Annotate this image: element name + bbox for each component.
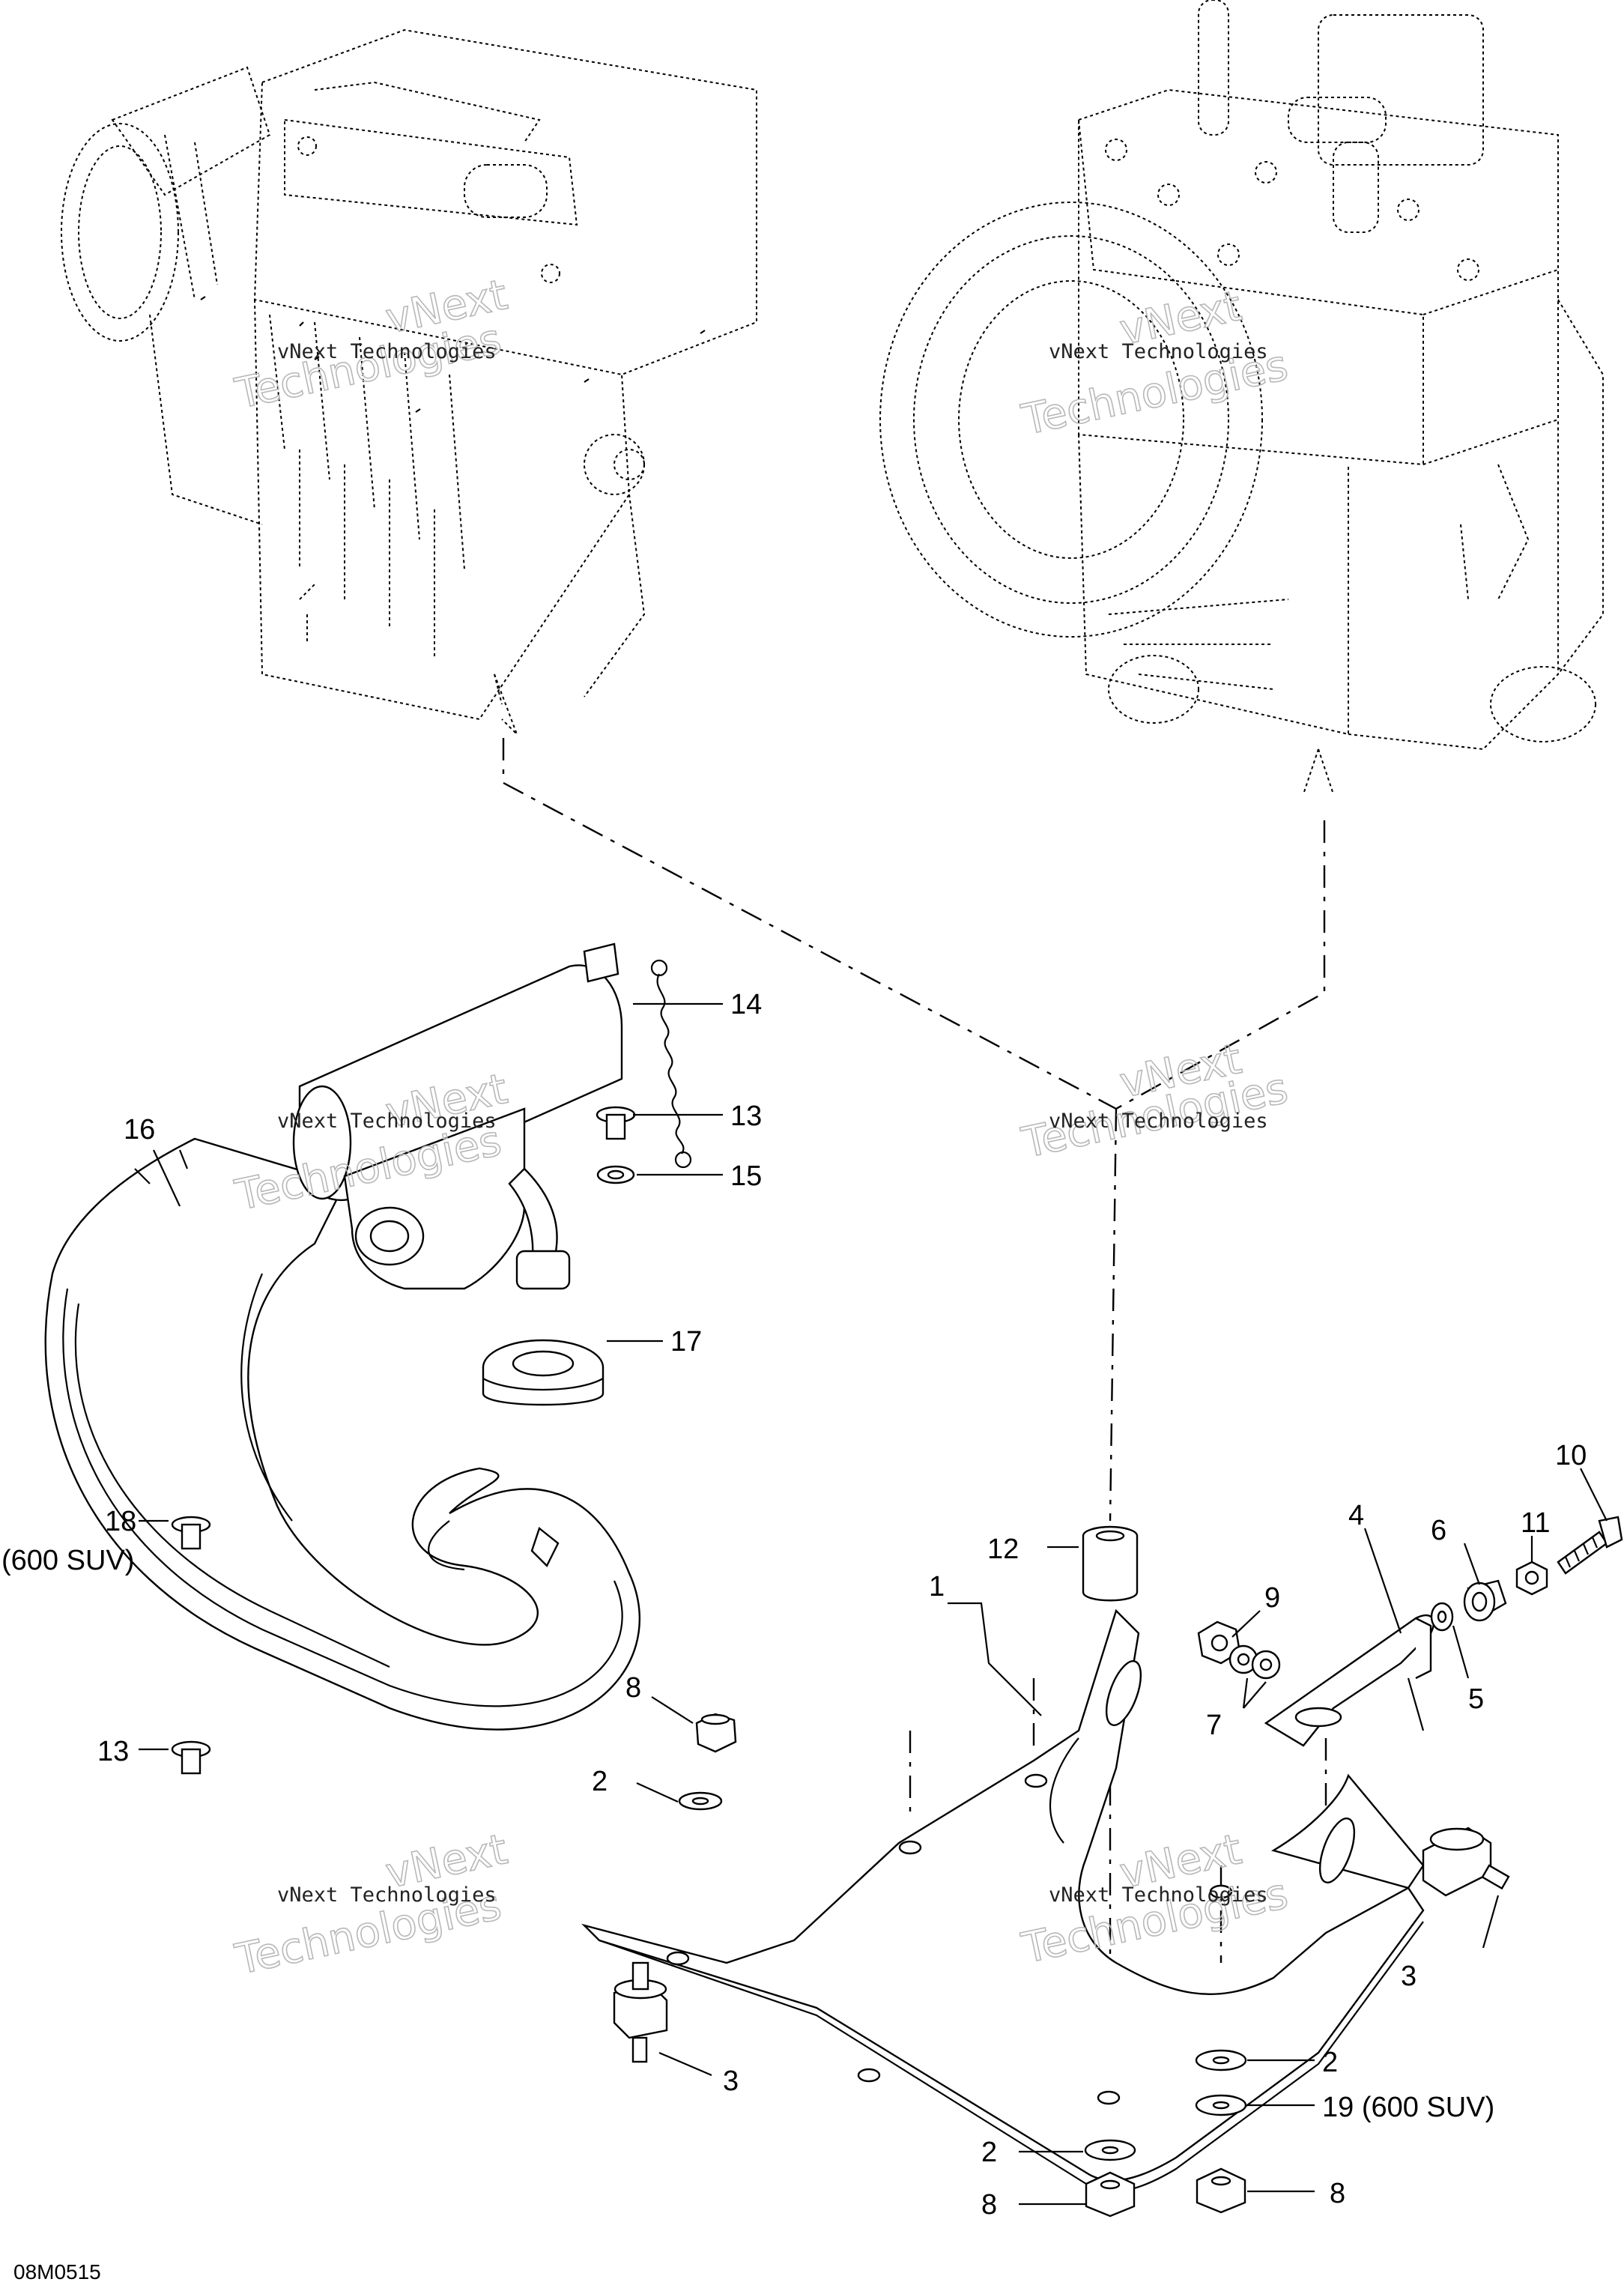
bracket-icon [1264, 1614, 1435, 1747]
bolt-icon [1557, 1516, 1623, 1575]
callout-12: 12 [987, 1534, 1019, 1565]
muffler-drawing [44, 942, 641, 1731]
callout-5: 5 [1468, 1683, 1484, 1715]
spacer-icon [1082, 1525, 1139, 1602]
callout-17: 17 [670, 1326, 702, 1358]
washer-icon [1195, 2049, 1247, 2116]
washer-icon [596, 1165, 635, 1184]
rubber-mount-icon [1422, 1827, 1510, 1897]
callout-2: 2 [592, 1766, 608, 1797]
spacer-icon [1463, 1579, 1507, 1622]
callout-13: 13 [97, 1736, 129, 1767]
callout-1: 1 [929, 1571, 945, 1602]
callout-labels: 1 2 2 2 3 3 4 5 6 7 8 8 8 9 10 11 12 13 … [1, 989, 1587, 2284]
callout-15: 15 [730, 1160, 762, 1192]
nut-icon [1085, 2167, 1246, 2218]
svg-text:vNext Technologies: vNext Technologies [1049, 1883, 1268, 1907]
callout-8: 8 [1330, 2178, 1345, 2209]
engine-drawing-left [61, 28, 757, 735]
callout-2: 2 [981, 2137, 997, 2168]
nut-icon [695, 1713, 737, 1753]
svg-text:Technologies: Technologies [231, 315, 505, 419]
tension-spring-icon [650, 959, 692, 1169]
nut-icon [1197, 1620, 1241, 1665]
svg-text:vNext Technologies: vNext Technologies [277, 1883, 497, 1907]
rivet-icon [171, 1516, 211, 1775]
callout-10: 10 [1555, 1440, 1587, 1471]
engine-drawing-right [879, 0, 1604, 795]
svg-text:vNext Technologies: vNext Technologies [277, 1110, 497, 1133]
grommet-icon [482, 1339, 605, 1406]
washer-icon [1430, 1602, 1454, 1632]
callout-2: 2 [1322, 2047, 1338, 2078]
callout-9: 9 [1264, 1582, 1280, 1614]
callout-6: 6 [1431, 1515, 1446, 1546]
callout-18-note: (600 SUV) [1, 1545, 134, 1576]
washer-icon [678, 1791, 723, 1811]
washer-icon [1228, 1644, 1281, 1680]
callout-3: 3 [723, 2065, 739, 2097]
callout-7: 7 [1206, 1710, 1222, 1741]
callout-8: 8 [981, 2189, 997, 2221]
svg-text:vNext Technologies: vNext Technologies [1049, 340, 1268, 363]
callout-8: 8 [625, 1672, 641, 1704]
washer-icon [1084, 2139, 1136, 2161]
svg-text:vNext Technologies: vNext Technologies [1049, 1110, 1268, 1133]
mounting-plate-drawing [581, 1608, 1425, 2193]
rubber-mount-icon [613, 1961, 668, 2063]
rivet-icon [596, 1106, 636, 1140]
callout-3: 3 [1401, 1961, 1417, 1992]
callout-4: 4 [1348, 1500, 1364, 1531]
svg-text:vNext Technologies: vNext Technologies [277, 340, 497, 363]
callout-19: 19 (600 SUV) [1322, 2092, 1494, 2123]
callout-13: 13 [730, 1101, 762, 1132]
leader-lines [139, 1002, 1608, 2206]
nut-icon [1515, 1561, 1548, 1596]
callout-14: 14 [730, 989, 762, 1020]
callout-16: 16 [124, 1114, 155, 1145]
callout-11: 11 [1521, 1507, 1550, 1539]
callout-18: 18 [105, 1506, 136, 1537]
figure-code: 08M0515 [13, 2260, 101, 2284]
